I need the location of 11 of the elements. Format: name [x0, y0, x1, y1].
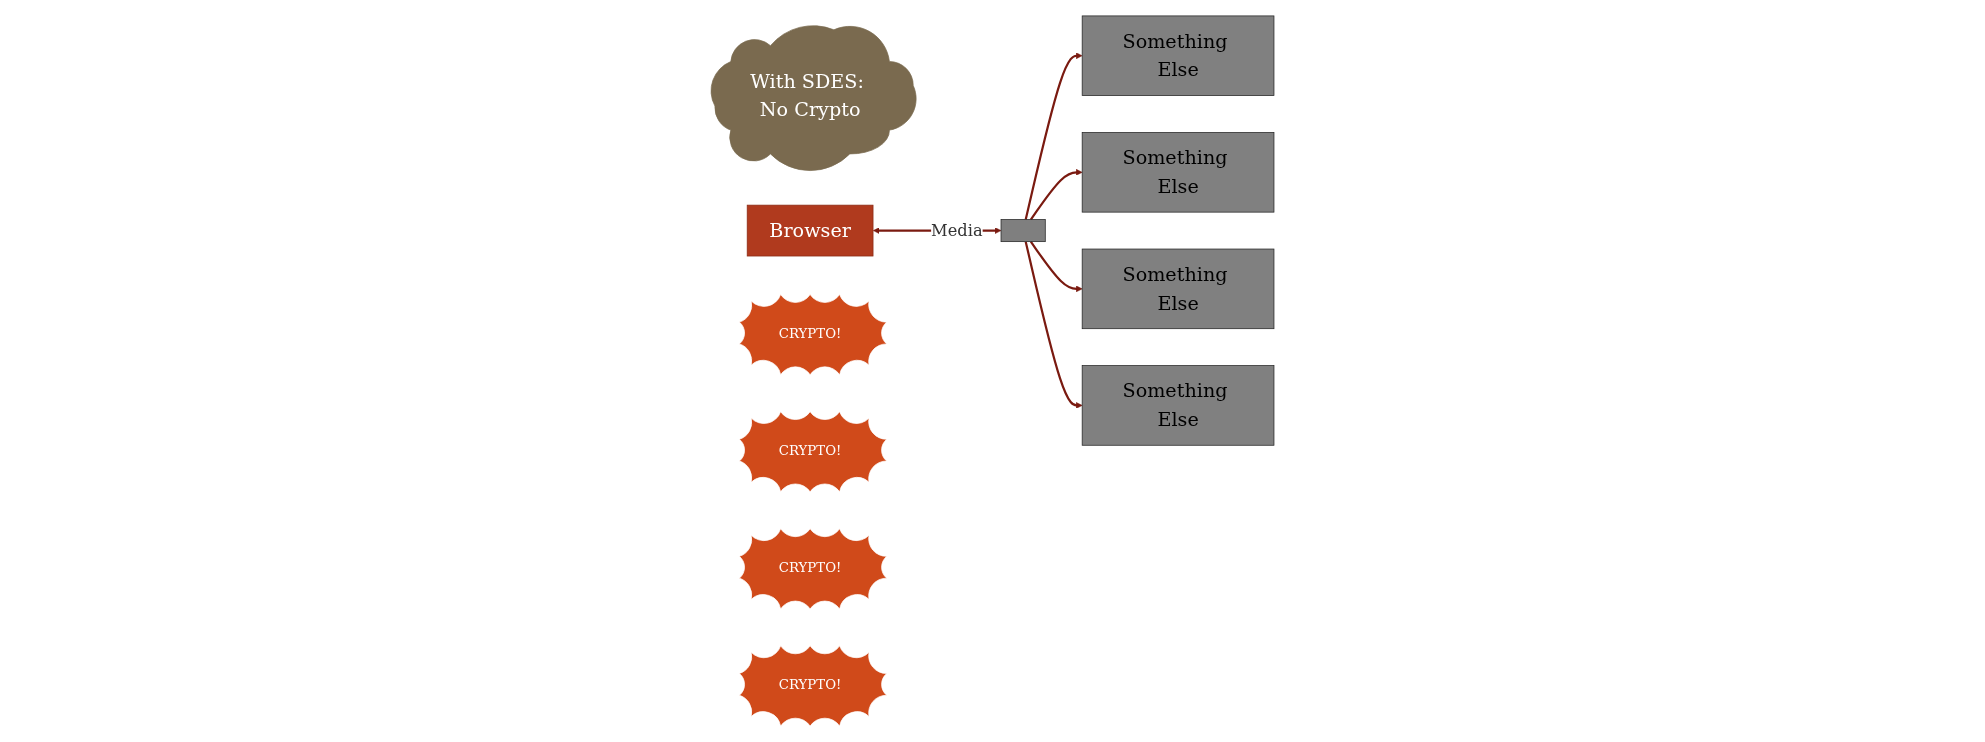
- arrow: [1029, 169, 1083, 221]
- arrow: [1024, 241, 1083, 409]
- node-box: Something Else: [1081, 248, 1275, 330]
- arrow: [1024, 52, 1083, 220]
- node-box: Something Else: [1081, 132, 1275, 213]
- edge-label: Media: [931, 221, 983, 240]
- node-box: Something Else: [1081, 365, 1275, 446]
- arrow: [1029, 241, 1083, 293]
- node-box: Something Else: [1081, 15, 1275, 96]
- node-box: [1000, 219, 1046, 242]
- node-box: Browser: [746, 204, 874, 257]
